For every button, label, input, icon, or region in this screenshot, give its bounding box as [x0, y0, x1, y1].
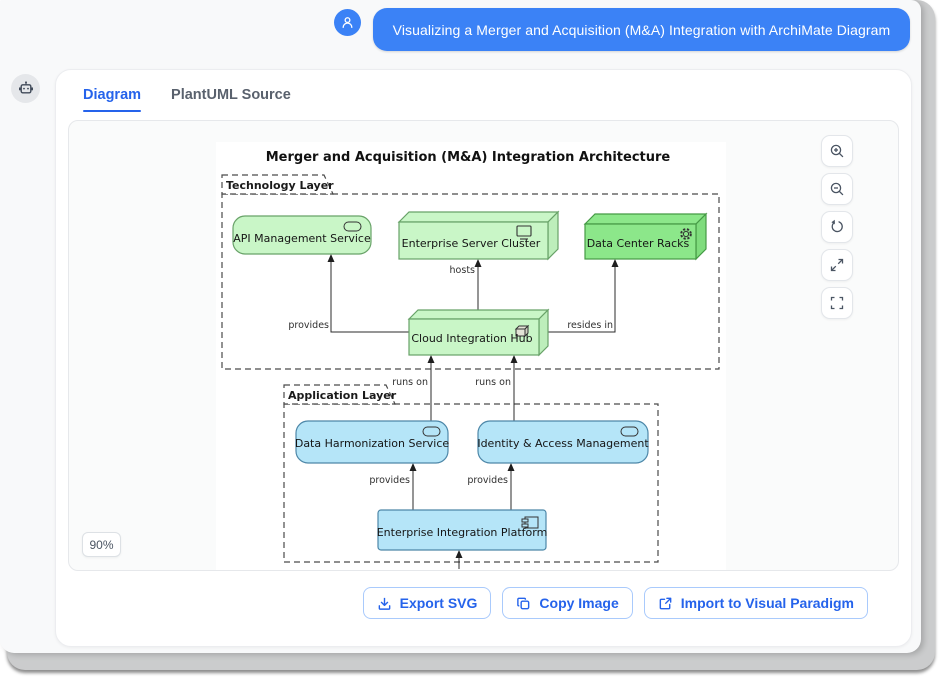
- zoom-in-icon: [830, 144, 844, 158]
- edge-label-runs-on-1: runs on: [392, 377, 428, 388]
- diagram-title: Merger and Acquisition (M&A) Integration…: [266, 150, 671, 165]
- export-svg-button[interactable]: Export SVG: [362, 587, 492, 619]
- zoom-level-badge: 90%: [82, 532, 121, 557]
- robot-icon: [18, 80, 33, 93]
- viewer-controls: [821, 135, 853, 319]
- expand-icon: [830, 258, 844, 272]
- svg-text:Enterprise Integration Platfor: Enterprise Integration Platform: [377, 526, 548, 539]
- diagram-edges: [330, 262, 616, 569]
- copy-image-button[interactable]: Copy Image: [502, 587, 633, 619]
- edge-label-provides-app-2: provides: [467, 475, 508, 486]
- main-panel: Visualizing a Merger and Acquisition (M&…: [0, 0, 921, 653]
- lozenge-icon: [620, 426, 639, 437]
- tab-bar: Diagram PlantUML Source: [83, 70, 291, 121]
- zoom-out-icon: [830, 182, 844, 196]
- expand-button[interactable]: [821, 249, 853, 281]
- diagram-svg: Merger and Acquisition (M&A) Integration…: [216, 142, 726, 570]
- frame-label-application: Application Layer: [288, 389, 397, 402]
- copy-icon: [517, 597, 530, 609]
- svg-text:Enterprise Server Cluster: Enterprise Server Cluster: [402, 237, 541, 250]
- user-avatar: [334, 9, 361, 36]
- svg-text:Cloud Integration Hub: Cloud Integration Hub: [411, 332, 532, 345]
- import-to-visual-paradigm-label: Import to Visual Paradigm: [680, 595, 854, 611]
- edge-label-resides-in: resides in: [567, 320, 613, 331]
- svg-text:Data Center Racks: Data Center Racks: [587, 237, 690, 250]
- tab-diagram[interactable]: Diagram: [83, 70, 141, 121]
- import-to-visual-paradigm-button[interactable]: Import to Visual Paradigm: [643, 587, 868, 619]
- fullscreen-icon: [830, 296, 844, 310]
- page-title: Visualizing a Merger and Acquisition (M&…: [373, 8, 910, 51]
- edge-label-provides-app-1: provides: [369, 475, 410, 486]
- zoom-in-button[interactable]: [821, 135, 853, 167]
- edge-label-provides-tech: provides: [288, 320, 329, 331]
- node-identity-access-management: Identity & Access Management: [477, 420, 649, 464]
- display-icon: [516, 225, 532, 240]
- edge-label-runs-on-2: runs on: [475, 377, 511, 388]
- user-icon: [342, 17, 353, 29]
- download-icon: [378, 597, 390, 610]
- diagram-card: Diagram PlantUML Source Merger and Acqui…: [55, 69, 912, 647]
- node-api-management-service: API Management Service: [232, 215, 372, 255]
- node-enterprise-integration-platform: Enterprise Integration Platform: [377, 509, 548, 551]
- node-data-harmonization-service: Data Harmonization Service: [295, 420, 450, 464]
- gear-icon: [680, 228, 692, 240]
- node-data-center-racks: Data Center Racks: [583, 212, 708, 261]
- frame-label-technology: Technology Layer: [226, 179, 334, 192]
- action-bar: Export SVG Copy Image Import to Vis: [362, 587, 868, 619]
- export-svg-label: Export SVG: [399, 595, 478, 611]
- reset-view-button[interactable]: [821, 211, 853, 243]
- fullscreen-button[interactable]: [821, 287, 853, 319]
- svg-text:Identity & Access Management: Identity & Access Management: [477, 437, 649, 450]
- frame-technology-layer: Technology Layer: [221, 174, 720, 370]
- external-link-icon: [659, 597, 672, 609]
- lozenge-icon: [422, 426, 441, 437]
- svg-text:API Management Service: API Management Service: [233, 232, 371, 245]
- diagram-edge-labels: hosts provides resides in runs on runs o…: [288, 265, 613, 486]
- cube-icon: [514, 324, 530, 338]
- node-enterprise-server-cluster: Enterprise Server Cluster: [397, 210, 560, 261]
- lozenge-icon: [343, 221, 362, 232]
- archimate-diagram: Merger and Acquisition (M&A) Integration…: [216, 142, 726, 570]
- node-cloud-integration-hub: Cloud Integration Hub: [407, 308, 550, 357]
- bot-avatar: [11, 74, 40, 103]
- diagram-arrowheads: [327, 254, 619, 558]
- component-icon: [521, 516, 539, 529]
- zoom-out-button[interactable]: [821, 173, 853, 205]
- svg-text:Data Harmonization Service: Data Harmonization Service: [295, 437, 450, 450]
- copy-image-label: Copy Image: [539, 595, 619, 611]
- reset-icon: [831, 219, 843, 233]
- diagram-viewport[interactable]: Merger and Acquisition (M&A) Integration…: [68, 120, 899, 571]
- tab-plantuml-source[interactable]: PlantUML Source: [171, 87, 291, 103]
- edge-label-hosts: hosts: [450, 265, 476, 276]
- frame-application-layer: Application Layer: [283, 384, 659, 563]
